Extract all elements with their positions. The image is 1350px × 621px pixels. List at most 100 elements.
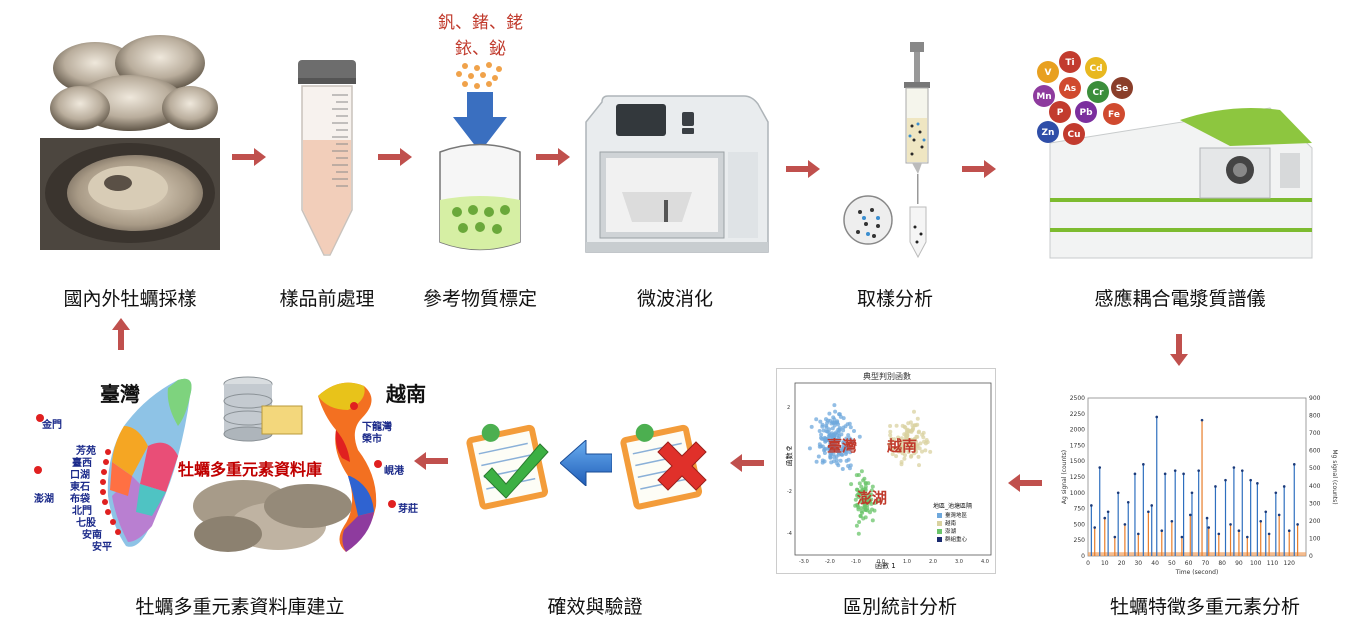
scatter-point <box>837 427 842 432</box>
scatter-point <box>833 409 838 414</box>
oyster-sampling-image <box>40 28 220 250</box>
scatter-point <box>840 452 845 457</box>
scatter-point <box>910 438 915 443</box>
scatter-point <box>836 422 841 427</box>
scatter-point <box>902 439 906 444</box>
scatter-point <box>824 425 829 430</box>
x-tick-label: 100 <box>1250 560 1262 567</box>
scatter-point <box>819 435 823 440</box>
site-label: 芽莊 <box>398 504 418 515</box>
scatter-point <box>862 503 867 508</box>
scatter-point <box>807 446 812 451</box>
falcon-tube-image <box>292 60 362 260</box>
scatter-point <box>896 435 901 440</box>
scatter-point <box>860 510 865 515</box>
y-tick-label: 0 <box>787 447 790 453</box>
scatter-point <box>831 452 836 457</box>
legend-marker <box>937 537 942 542</box>
site-label: 布袋 <box>70 494 90 505</box>
scatter-point <box>831 415 836 420</box>
svg-text:Mn: Mn <box>1036 92 1051 102</box>
scatter-point <box>902 456 907 461</box>
x-tick-label: 90 <box>1235 560 1243 567</box>
signal-peak <box>1229 523 1232 526</box>
signal-peak <box>1224 478 1227 482</box>
scatter-point <box>894 423 899 428</box>
signal-peak <box>1190 491 1194 495</box>
scatter-point <box>855 502 860 507</box>
site-kinmen: 金門 <box>42 420 62 431</box>
site-label: 榮市 <box>362 434 382 445</box>
signal-peak <box>1205 516 1209 520</box>
validation-cross-icon <box>612 416 712 512</box>
scatter-point <box>838 458 843 463</box>
element-ball-v: V <box>1045 68 1052 78</box>
arrow-up-icon <box>112 318 130 350</box>
scatter-point <box>914 434 919 439</box>
microwave-digester-image <box>582 92 772 260</box>
step-label-statistics: 區別統計分析 <box>842 596 957 618</box>
x-tick-label: 60 <box>1185 560 1193 567</box>
scatter-point <box>917 463 921 468</box>
syringe-image <box>838 42 958 262</box>
discriminant-plot-xlabel: 函數 1 <box>875 562 896 570</box>
x-axis-label: Time (second) <box>1175 569 1219 576</box>
signal-peak <box>1237 529 1241 533</box>
scatter-point <box>835 461 840 466</box>
scatter-point <box>857 520 862 524</box>
scatter-point <box>911 426 916 431</box>
arrow-left-icon <box>730 454 764 472</box>
signal-peak <box>1249 478 1252 482</box>
scatter-point <box>859 506 864 511</box>
scatter-point <box>854 473 859 478</box>
scatter-point <box>842 439 847 444</box>
scatter-point <box>846 464 851 468</box>
scatter-point <box>869 488 874 493</box>
step-label-sampling-analysis: 取樣分析 <box>856 288 933 310</box>
step-label-microwave-digestion: 微波消化 <box>636 288 713 310</box>
site-label: 東石 <box>70 482 90 493</box>
y-tick-label: -2 <box>787 489 792 495</box>
site-penghu: 澎湖 <box>34 494 54 505</box>
arrow-down-icon <box>1170 334 1188 366</box>
signal-peak <box>1267 532 1271 536</box>
scatter-point <box>829 460 834 465</box>
site-label: 口湖 <box>70 470 90 481</box>
svg-text:Ti: Ti <box>1065 58 1074 68</box>
scatter-point <box>858 514 863 519</box>
site-label: 安南 <box>82 530 102 541</box>
y-tick-label: 1250 <box>1070 474 1085 481</box>
signal-peak <box>1207 526 1211 529</box>
signal-peak <box>1116 491 1120 495</box>
scatter-point <box>900 423 905 428</box>
scatter-point <box>894 454 899 459</box>
legend-marker <box>937 513 942 518</box>
x-tick-label: 10 <box>1101 560 1109 567</box>
step-label-icp-ms: 感應耦合電漿質譜儀 <box>1094 288 1266 310</box>
signal-peak <box>1197 469 1200 472</box>
group-label-taiwan: 臺灣 <box>827 437 858 455</box>
scatter-point <box>890 452 895 457</box>
x-tick-label: -3.0 <box>799 559 809 565</box>
scatter-point <box>814 417 819 422</box>
site-label: 北門 <box>72 506 92 517</box>
scatter-point <box>857 434 862 439</box>
signal-peak <box>1126 500 1130 504</box>
scatter-point <box>906 450 911 454</box>
scatter-point <box>820 458 825 463</box>
step-label-sampling: 國內外牡蠣採樣 <box>63 288 197 310</box>
scatter-point <box>915 442 919 447</box>
arrow-right-icon <box>786 160 820 178</box>
signal-peak <box>1296 523 1299 526</box>
arrow-right-icon <box>378 148 412 166</box>
signal-peak <box>1142 463 1145 466</box>
scatter-point <box>918 441 923 446</box>
scatter-point <box>859 484 864 489</box>
y-axis-label: Ag signal (counts) <box>1061 450 1068 504</box>
y-tick-label: 2500 <box>1070 395 1085 402</box>
step-label-element-analysis: 牡蠣特徵多重元素分析 <box>1109 596 1300 618</box>
signal-peak <box>1163 472 1167 476</box>
signal-peak <box>1274 491 1278 495</box>
arrow-right-icon <box>536 148 570 166</box>
scatter-point <box>904 436 909 441</box>
